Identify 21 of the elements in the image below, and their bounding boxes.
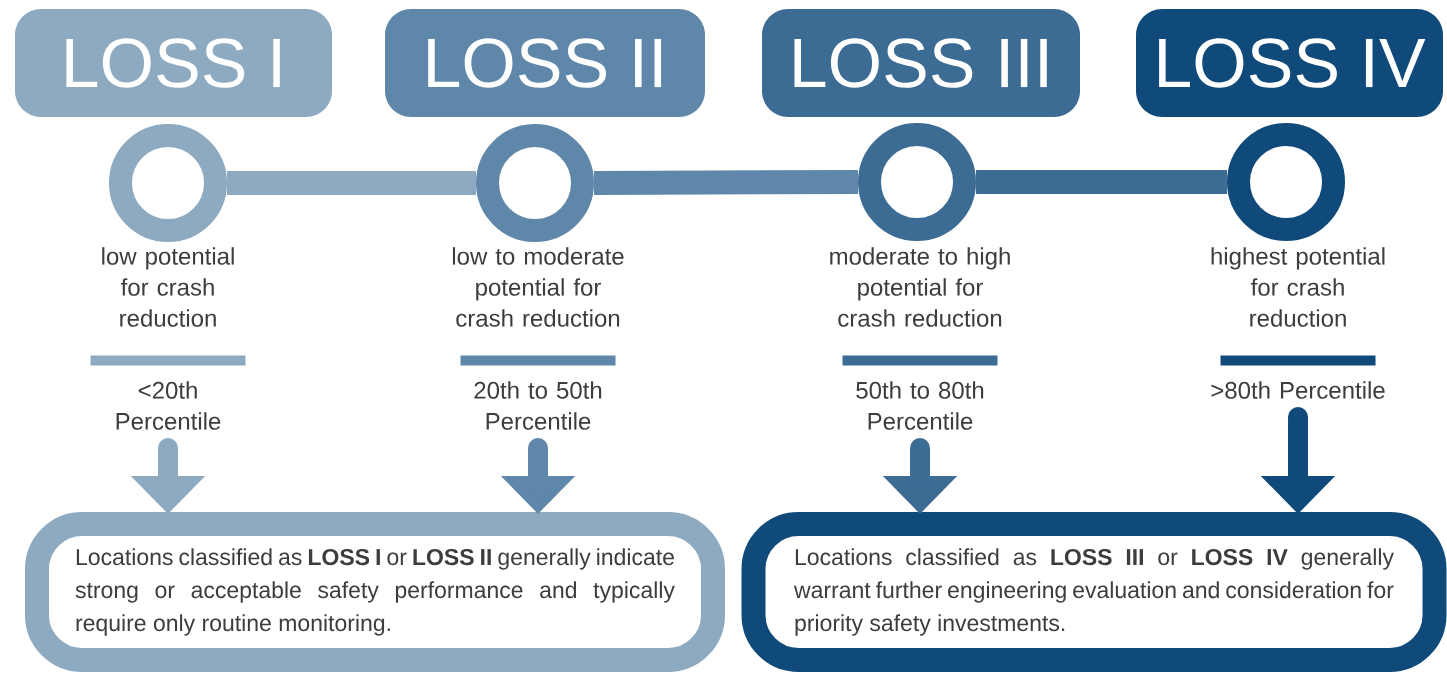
description-text: low potential for crash reduction	[102, 247, 234, 327]
description-text: moderate to high potential for crash reduction	[830, 247, 1010, 327]
level-badge: LOSS I	[15, 9, 332, 117]
description-text: low to moderate potential for crash reduction	[452, 247, 624, 327]
timeline-connector	[593, 170, 859, 195]
level-badge: LOSS IV	[1136, 9, 1443, 117]
percentile-text: 50th to 80th Percentile	[856, 381, 984, 430]
timeline-connector	[976, 170, 1227, 194]
percentile-text: >80th Percentile	[1211, 381, 1385, 399]
summary-box: Locations classified as LOSS III or LOSS IV generally warrant further engineering evaluation and consideration for priority safety investments.	[741, 512, 1447, 672]
level-badge: LOSS III	[762, 9, 1080, 117]
timeline-connector	[227, 171, 476, 195]
percentile-text: 20th to 50th Percentile	[474, 381, 602, 430]
summary-box: Locations classified as LOSS I or LOSS II generally indicate strong or acceptable safety performance and typically require only routine monitoring.	[25, 512, 725, 672]
timeline-circle	[109, 124, 227, 242]
timeline-circle	[858, 123, 976, 241]
description-text: highest potential for crash reduction	[1211, 247, 1385, 327]
percentile-text: <20th Percentile	[116, 381, 221, 430]
level-badge: LOSS II	[385, 9, 705, 117]
timeline-circle	[476, 124, 594, 242]
timeline-circle	[1227, 123, 1345, 241]
